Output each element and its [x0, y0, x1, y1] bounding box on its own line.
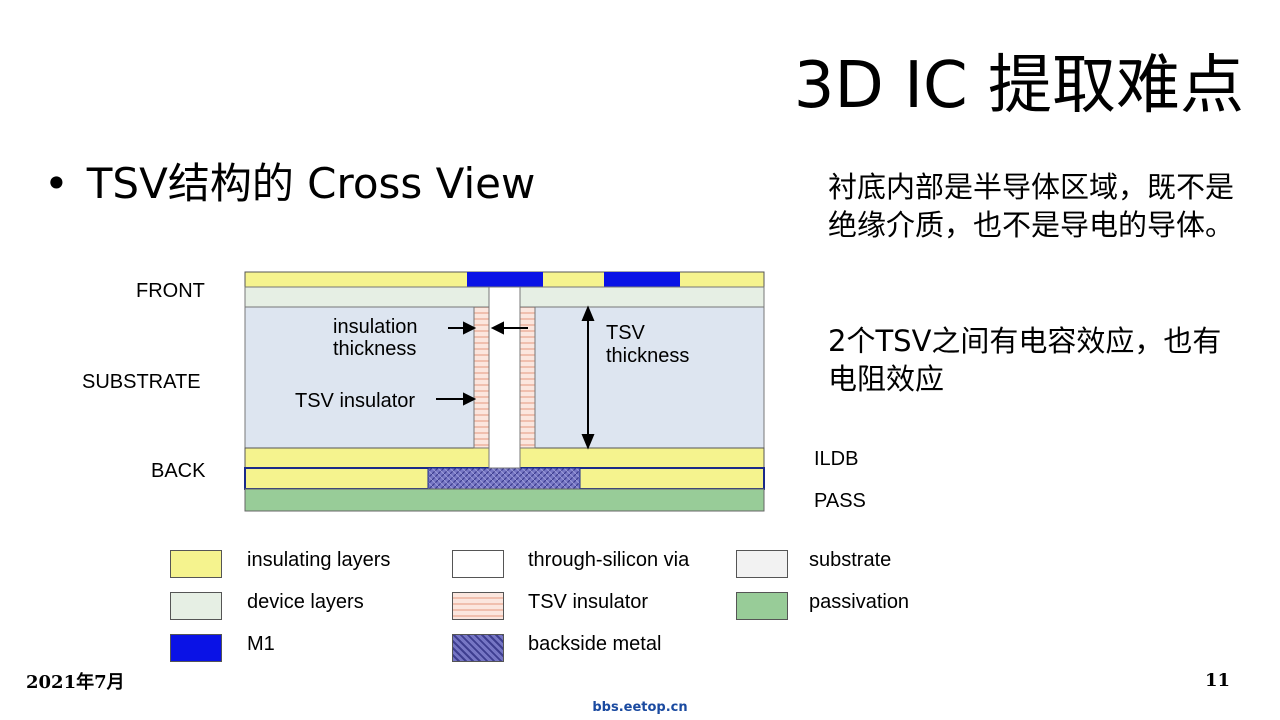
watermark: bbs.eetop.cn: [592, 700, 688, 715]
note-tsv-effects: 2个TSV之间有电容效应，也有电阻效应: [828, 324, 1222, 396]
substrate-swatch: [736, 550, 788, 578]
legend-backside-metal: backside metal: [528, 633, 662, 655]
backside-metal: [427, 467, 581, 490]
legend-through-silicon-via: through-silicon via: [528, 549, 690, 571]
insulating-swatch: [170, 550, 222, 578]
legend-m1: M1: [247, 633, 275, 655]
legend-tsv-insulator: TSV insulator: [528, 591, 649, 613]
label-insulation-thickness-line2: thickness: [333, 338, 417, 360]
bullet-point: • TSV结构的 Cross View: [44, 158, 535, 210]
label-back: BACK: [151, 460, 206, 482]
note-substrate: 衬底内部是半导体区域，既不是绝缘介质，也不是导电的导体。: [828, 170, 1235, 242]
device-swatch: [170, 592, 222, 620]
passivation-swatch: [736, 592, 788, 620]
label-front: FRONT: [136, 280, 205, 302]
label-pass: PASS: [814, 490, 866, 512]
tsv-swatch: [452, 550, 504, 578]
slide-title: 3D IC 提取难点: [793, 49, 1244, 123]
label-tsv-thickness-line2: thickness: [606, 345, 690, 367]
footer-date: 2021年7月: [26, 672, 125, 693]
m1-block-left: [467, 272, 543, 287]
tsv-insulator-swatch: [452, 592, 504, 620]
backside-metal-swatch: [452, 634, 504, 662]
m1-block-right: [604, 272, 680, 287]
label-insulation-thickness: insulation thickness: [333, 316, 418, 360]
label-substrate: SUBSTRATE: [82, 371, 201, 393]
bullet-text: TSV结构的 Cross View: [86, 159, 536, 208]
passivation-layer: [244, 488, 765, 512]
label-insulation-thickness-line1: insulation: [333, 316, 418, 338]
label-ildb: ILDB: [814, 448, 859, 470]
legend-substrate: substrate: [809, 549, 892, 571]
label-tsv-insulator: TSV insulator: [295, 390, 416, 412]
legend-passivation: passivation: [809, 591, 910, 613]
page-number: 11: [1204, 670, 1230, 691]
m1-swatch: [170, 634, 222, 662]
through-silicon-via: [488, 286, 521, 469]
tsv-insulator-left: [473, 306, 490, 449]
bullet-marker: •: [44, 159, 69, 208]
legend-device-layers: device layers: [247, 591, 364, 613]
label-tsv-thickness-line1: TSV: [606, 322, 645, 344]
label-tsv-thickness: TSV thickness: [606, 322, 689, 368]
legend-insulating-layers: insulating layers: [247, 549, 391, 571]
